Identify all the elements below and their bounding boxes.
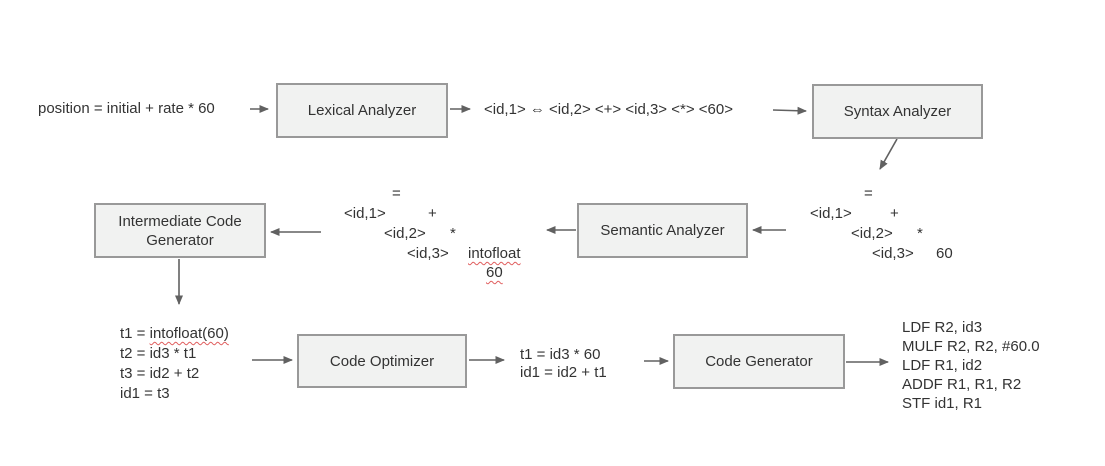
optimized-code-block: t1 = id3 * 60 id1 = id2 + t1: [520, 346, 607, 382]
code-optimizer-label: Code Optimizer: [329, 352, 435, 370]
semantic-analyzer-box: Semantic Analyzer: [577, 203, 748, 258]
syntax-tree-node-eq: =: [864, 185, 873, 202]
annotated-tree-node-id1: <id,1>: [344, 205, 386, 222]
machine-code-line-1: LDF R2, id3: [902, 319, 983, 336]
source-program-text: position = initial + rate * 60: [38, 100, 215, 117]
code-generator-box: Code Generator: [673, 334, 845, 389]
annotated-tree-node-intofloat: intofloat: [468, 245, 521, 262]
tac-line-1: t1 = intofloat(60): [120, 324, 229, 344]
annotated-tree-node-plus: +: [428, 205, 437, 222]
lexical-analyzer-box: Lexical Analyzer: [276, 83, 448, 138]
lexical-analyzer-label: Lexical Analyzer: [307, 102, 417, 119]
annotated-tree-node-id3: <id,3>: [407, 245, 449, 262]
three-address-code-block: t1 = intofloat(60) t2 = id3 * t1 t3 = id…: [120, 324, 229, 404]
tac-line-3: t3 = id2 + t2: [120, 365, 200, 382]
arrow-tokens-to-syntax: [772, 106, 807, 115]
machine-code-line-4: ADDF R1, R1, R2: [902, 376, 1022, 393]
annotated-tree-node-id2: <id,2>: [384, 225, 426, 242]
annotated-tree-node-60: 60: [486, 264, 503, 281]
token-stream-text: <id,1> ⇔ <id,2> <+> <id,3> <*> <60>: [484, 101, 733, 118]
syntax-tree-node-mul: *: [917, 225, 923, 242]
tac-line-1-prefix: t1 =: [120, 325, 150, 342]
syntax-analyzer-label: Syntax Analyzer: [843, 103, 952, 120]
intermediate-code-generator-label-line2: Generator: [146, 231, 214, 249]
machine-code-line-2: MULF R2, R2, #60.0: [902, 338, 1040, 355]
tac-line-2: t2 = id3 * t1: [120, 345, 197, 362]
syntax-tree-node-id1: <id,1>: [810, 205, 852, 222]
semantic-analyzer-label: Semantic Analyzer: [600, 222, 725, 239]
syntax-tree-node-id3: <id,3>: [872, 245, 914, 262]
arrow-syntax-to-tree: [879, 138, 898, 170]
annotated-tree-node-eq: =: [392, 185, 401, 202]
code-generator-label: Code Generator: [705, 353, 813, 370]
machine-code-line-3: LDF R1, id2: [902, 357, 983, 374]
syntax-analyzer-box: Syntax Analyzer: [812, 84, 983, 139]
annotated-tree-node-mul: *: [450, 225, 456, 242]
code-optimizer-box: Code Optimizer: [297, 334, 467, 388]
machine-code-line-5: STF id1, R1: [902, 395, 983, 412]
syntax-tree-node-plus: +: [890, 205, 899, 222]
tac-line-1-call: intofloat(60): [149, 325, 229, 342]
intermediate-code-generator-box: Intermediate Code Generator: [94, 203, 266, 258]
machine-code-block: LDF R2, id3 MULF R2, R2, #60.0 LDF R1, i…: [902, 318, 1040, 413]
syntax-tree-node-id2: <id,2>: [851, 225, 893, 242]
tac-line-4: id1 = t3: [120, 385, 170, 402]
syntax-tree-node-60: 60: [936, 245, 953, 262]
optimized-code-line-2: id1 = id2 + t1: [520, 364, 607, 381]
optimized-code-line-1: t1 = id3 * 60: [520, 346, 601, 363]
intermediate-code-generator-label-line1: Intermediate Code: [118, 212, 242, 230]
